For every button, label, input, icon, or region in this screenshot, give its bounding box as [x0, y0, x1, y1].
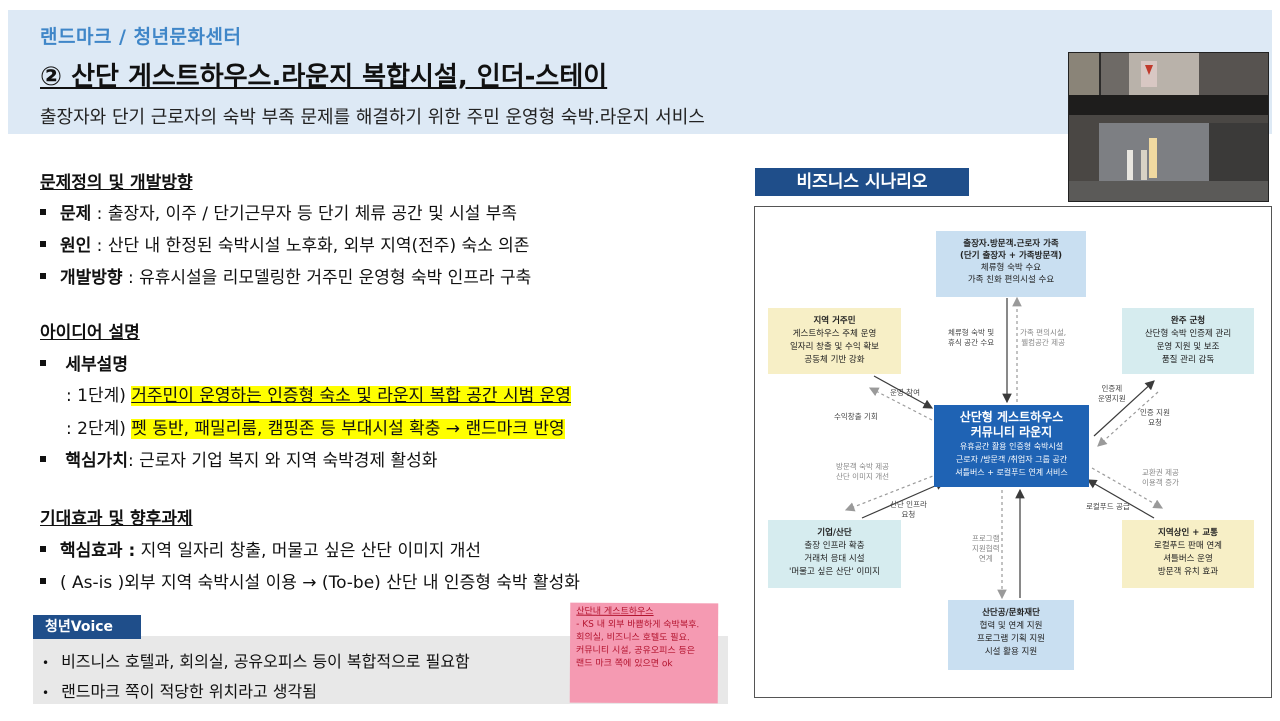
step-1: : 1단계) 거주민이 운영하는 인증형 숙소 및 라운지 복합 공간 시범 운…: [66, 386, 571, 406]
edge-lb-dashed: [844, 473, 939, 512]
direction-item: 개발방향 : 유휴시설을 리모델링한 거주민 운영형 숙박 인프라 구축: [40, 263, 531, 288]
edge-rt-dashed: [1097, 391, 1159, 447]
problem-heading: 문제정의 및 개발방향: [40, 173, 193, 193]
idea-heading: 아이디어 설명: [40, 323, 140, 343]
node-merchants: 지역상인 + 교통 로컬푸드 판매 연계 셔틀버스 운영 방문객 유치 효과: [1122, 520, 1254, 588]
hotel-entrance-photo: [1068, 52, 1269, 202]
bullet-square-icon: [40, 360, 46, 366]
bullet-square-icon: [40, 578, 46, 584]
node-residents: 지역 거주민 게스트하우스 주체 운영 일자리 창출 및 수익 확보 공동체 기…: [768, 308, 901, 374]
cause-item: 원인 : 산단 내 한정된 숙박시설 노후화, 외부 지역(전주) 숙소 의존: [40, 231, 529, 256]
voice-item: •랜드마크 쪽이 적당한 위치라고 생각됨: [42, 682, 317, 701]
detail-label: 세부설명: [40, 350, 128, 375]
core-effect-item: 핵심효과 : 지역 일자리 창출, 머물고 싶은 산단 이미지 개선: [40, 536, 481, 561]
bullet-square-icon: [40, 546, 46, 552]
scenario-title: 비즈니스 시나리오: [755, 168, 969, 196]
breadcrumb: 랜드마크 / 청년문화센터: [40, 26, 242, 48]
edge-lb-solid: [861, 480, 946, 519]
voice-tag: 청년Voice: [33, 615, 141, 639]
scenario-arrows: [844, 296, 1164, 600]
asis-tobe-item: ( As-is )외부 지역 숙박시설 이용 → (To-be) 산단 내 인증…: [40, 568, 580, 593]
problem-item: 문제 : 출장자, 이주 / 단기근무자 등 단기 체류 공간 및 시설 부족: [40, 199, 517, 224]
edge-label-rb-b: 로컬푸드 공급: [1086, 502, 1130, 511]
edge-lt-solid: [873, 375, 934, 409]
node-county: 완주 군청 산단형 숙박 인증제 관리 운영 지원 및 보조 품질 관리 감독: [1122, 308, 1254, 374]
step-2-highlight: 펫 동반, 패밀리룸, 캠핑존 등 부대시설 확충 → 랜드마크 반영: [131, 419, 565, 439]
bullet-square-icon: [40, 241, 46, 247]
edge-label-top-b: 가족 편의시설,웰컴공간 제공: [1020, 328, 1067, 347]
voice-item: •비즈니스 호텔과, 회의실, 공유오피스 등이 복합적으로 필요함: [42, 652, 470, 671]
step-1-highlight: 거주민이 운영하는 인증형 숙소 및 라운지 복합 공간 시범 운영: [131, 386, 571, 406]
edge-label-lt-b: 수익창출 기회: [834, 412, 878, 421]
node-guesthouse: 산단형 게스트하우스 커뮤니티 라운지 유휴공간 활용 인증형 숙박시설 근로자…: [934, 405, 1089, 487]
edge-rt-solid: [1093, 380, 1155, 437]
bullet-square-icon: [40, 456, 46, 462]
sticky-note: 산단내 게스트하우스 - KS 내 외부 바쁨하게 숙박복후. 회의실, 비즈니…: [569, 602, 719, 704]
bullet-dot-icon: •: [42, 686, 50, 700]
node-companies: 기업/산단 출장 인프라 확충 거래처 응대 시설 '머물고 싶은 산단' 이미…: [768, 520, 901, 588]
step-2: : 2단계) 펫 동반, 패밀리룸, 캠핑존 등 부대시설 확충 → 랜드마크 …: [66, 419, 565, 439]
bullet-dot-icon: •: [42, 656, 50, 670]
node-visitors: 출장자.방문객.근로자 가족 (단기 출장자 + 가족방문객) 체류형 숙박 수…: [936, 231, 1086, 297]
core-value-item: 핵심가치: 근로자 기업 복지 와 지역 숙박경제 활성화: [40, 446, 437, 471]
page-title: ② 산단 게스트하우스.라운지 복합시설, 인더-스테이: [40, 62, 608, 92]
edge-rb-solid: [1086, 479, 1155, 519]
edge-label-lt-a: 운영 참여: [890, 388, 920, 397]
bullet-square-icon: [40, 209, 46, 215]
page-subtitle: 출장자와 단기 근로자의 숙박 부족 문제를 해결하기 위한 주민 운영형 숙박…: [40, 107, 705, 128]
bullet-square-icon: [40, 273, 46, 279]
header-banner: [8, 10, 1272, 134]
effect-heading: 기대효과 및 향후과제: [40, 509, 193, 529]
edge-rb-dashed: [1091, 467, 1164, 509]
node-foundation: 산단공/문화재단 협력 및 연계 지원 프로그램 기획 지원 시설 활용 지원: [948, 600, 1074, 670]
